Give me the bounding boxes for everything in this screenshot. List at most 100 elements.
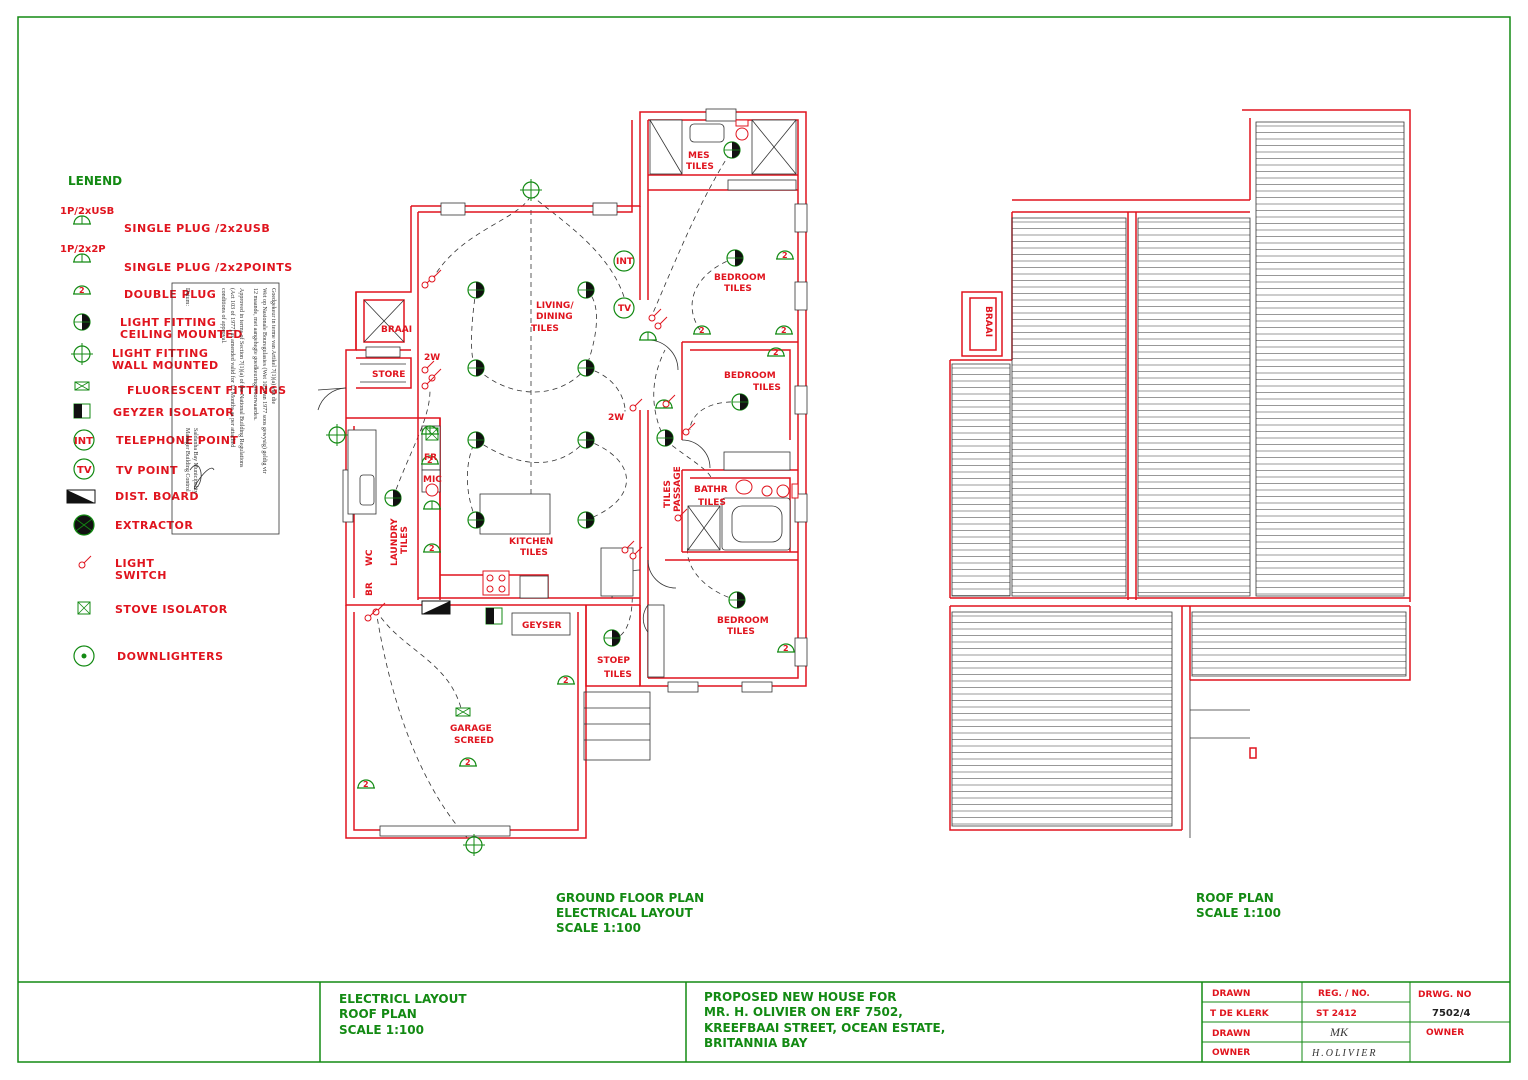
tv-label: TV [618,304,631,314]
owner-signature: H.OLIVIER [1311,1048,1378,1059]
half-circle-plug-icon [72,215,92,225]
stove [482,570,510,596]
legend-label: TV POINT [116,464,178,477]
legend-label: EXTRACTOR [115,519,193,532]
sheet-scale: SCALE 1:100 [339,1023,424,1037]
room-label-living: LIVING/ [536,301,574,311]
sheet-title: ROOF PLAN [339,1007,417,1021]
approval-stamp: Goedgekeur in terme van Artikel 7(1)(a) … [171,282,280,535]
stamp-line: 12 maande, met aangehegte goedkeuringsvo… [252,288,258,421]
room-label-store: STORE [372,370,405,380]
ceiling-light-icon [73,313,91,331]
drawn-label: DRAWN [1212,989,1250,999]
ground-floor-plan: GEYSER [317,108,808,857]
legend-label: CEILING MOUNTED [120,328,243,341]
legend-label: SWITCH [115,569,167,582]
legend-code: INT [74,436,93,447]
project-address: KREEFBAAI STREET, OCEAN ESTATE, [704,1021,945,1035]
stamp-date: Datum: [184,288,190,306]
room-label-passage: PASSAGE [673,466,683,512]
reg-label: REG. / NO. [1318,989,1370,999]
legend-label: SINGLE PLUG /2x2USB [124,222,270,235]
owner-label: OWNER [1212,1048,1250,1058]
legend: LENEND 1P/2xUSB SINGLE PLUG /2x2USB 1P/2… [60,174,293,667]
legend-label: GEYZER ISOLATOR [113,406,234,419]
fluorescent-icon [455,707,471,717]
legend-label: LIGHT [115,557,154,570]
tv-point-icon: TV [613,297,635,319]
geyser-isolator-icon [73,403,91,419]
room-label-bathroom: BATHR [694,485,728,495]
room-label-living: DINING [536,312,573,322]
ground-plan-scale: SCALE 1:100 [556,921,641,935]
light-switch-icon [78,555,92,569]
stamp-sign: Manager Building Control [184,428,190,492]
drawn-label: DRAWN [1212,1029,1250,1039]
room-label-stoep: STOEP [597,656,630,666]
legend-label: SINGLE PLUG /2x2POINTS [124,261,293,274]
legend-code: 1P/2x2P [60,244,106,255]
fluorescent-icon [74,381,90,391]
room-label-laundry: TILES [400,526,410,554]
legend-label: FLUORESCENT FITTINGS [127,384,287,397]
room-label-braai: BRAAI [381,325,412,335]
plan-titles: GROUND FLOOR PLAN ELECTRICAL LAYOUT SCAL… [556,891,1281,935]
drawn-name: T DE KLERK [1210,1009,1270,1019]
sheet-title: ELECTRICL LAYOUT [339,992,467,1006]
stamp-signature [189,464,215,489]
telephone-point-icon: INT [613,250,635,272]
ground-plan-subtitle: ELECTRICAL LAYOUT [556,906,694,920]
legend-title: LENEND [68,174,122,188]
roof-braai-label: BRAAI [983,306,993,337]
room-label-bedroom: TILES [727,627,755,637]
drawing-number: 7502/4 [1432,1008,1470,1019]
roof-plan-scale: SCALE 1:100 [1196,906,1281,920]
legend-label: DIST. BOARD [115,490,199,503]
int-label: INT [616,257,634,267]
room-label-garage: GARAGE [450,724,492,734]
roof-plan-title: ROOF PLAN [1196,891,1274,905]
ground-plan-title: GROUND FLOOR PLAN [556,891,704,905]
double-plug-icon [72,285,92,296]
owner-label: OWNER [1426,1028,1464,1038]
dist-board-icon [421,600,451,615]
room-label-br: BR [365,582,375,596]
geyser-label: GEYSER [522,621,562,631]
room-label-bedroom: BEDROOM [724,371,776,381]
roof-plan: BRAAI [949,109,1411,838]
room-label-bedroom: TILES [724,284,752,294]
geyser-box [511,612,571,636]
project-address: BRITANNIA BAY [704,1036,808,1050]
room-label-fridge: FR [424,453,437,463]
stamp-line: Wet op Nasionale Bouregulasies (Wet 103 … [261,288,268,474]
legend-label: WALL MOUNTED [112,359,219,372]
room-label-garage: SCREED [454,736,494,746]
legend-label: TELEPHONE POINT [116,434,238,447]
room-label-bedroom: BEDROOM [714,273,766,283]
telephone-point-icon [73,429,95,451]
tv-point-icon [73,458,95,480]
room-label-bedroom: TILES [753,383,781,393]
room-label-living: TILES [531,324,559,334]
downlighter-icon [73,645,95,667]
roof-hatch [952,125,1406,825]
room-label-mes: TILES [686,162,714,172]
two-way-label: 2W [608,413,624,423]
half-circle-plug-icon [72,253,92,263]
legend-label: DOWNLIGHTERS [117,650,224,663]
legend-code: 1P/2xUSB [60,206,114,217]
room-label-wc: WC [365,549,375,566]
legend-label: DOUBLE PLUG [124,288,216,301]
stamp-sign: Saldanha Bay Municipality [192,428,198,494]
legend-code: TV [77,465,92,476]
room-label-laundry: LAUNDRY [390,518,400,566]
stamp-line: conditions of approval. [220,288,227,344]
wall-light-icon [70,342,94,366]
extractor-icon [425,483,439,497]
room-label-bathroom: TILES [698,498,726,508]
sheet-border [17,16,1511,1063]
two-way-label: 2W [424,353,440,363]
project-title: PROPOSED NEW HOUSE FOR [704,990,897,1004]
half-circle-plug-icon [420,331,674,510]
